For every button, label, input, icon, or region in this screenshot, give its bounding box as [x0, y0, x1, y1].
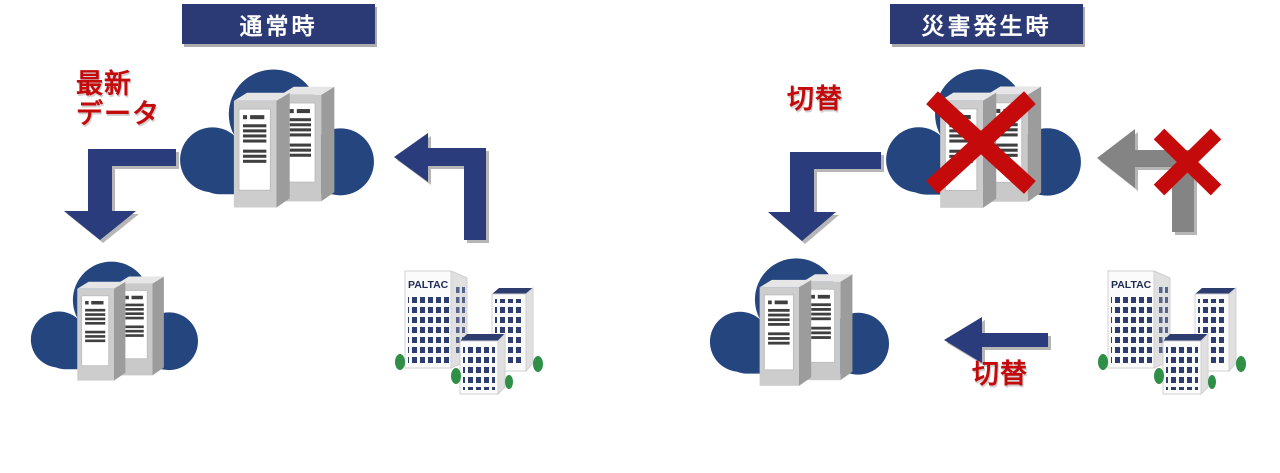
failover-arrow [768, 152, 881, 241]
switch-arrow [944, 317, 1048, 363]
latest-data-label: 最新 データ [76, 69, 160, 129]
paltac-building-icon-disaster [1075, 247, 1260, 402]
latest-data-label-line2: データ [76, 98, 160, 129]
switch-label-bottom: 切替 [972, 359, 1028, 389]
disaster-state-header-label: 災害発生時 [921, 13, 1052, 39]
replication-arrow [64, 149, 176, 240]
normal-state-header-label: 通常時 [239, 13, 318, 39]
paltac-building-icon-normal [372, 247, 557, 402]
normal-state-header: 通常時 [182, 4, 375, 44]
primary-cloud-server-icon [175, 57, 378, 222]
switch-label-top: 切替 [787, 84, 843, 114]
red-x-icon [1153, 128, 1222, 196]
disaster-state-header: 災害発生時 [890, 4, 1083, 44]
disabled-upload-arrow [1097, 129, 1194, 232]
backup-cloud-server-icon-disaster [703, 248, 895, 398]
upload-arrow [394, 133, 486, 240]
latest-data-label-line1: 最新 [76, 69, 132, 99]
backup-cloud-server-icon-normal [15, 252, 213, 392]
failed-cloud-server-icon [881, 57, 1085, 222]
red-x-icon [926, 91, 1036, 194]
